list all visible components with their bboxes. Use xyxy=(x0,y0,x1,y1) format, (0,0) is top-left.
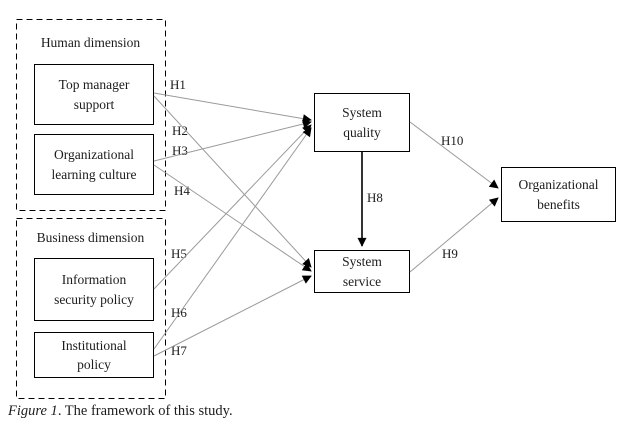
figure-caption-number: Figure 1 xyxy=(8,403,58,419)
figure-caption: Figure 1. The framework of this study. xyxy=(8,403,233,420)
figure-caption-text: . The framework of this study. xyxy=(57,403,233,419)
arrow-h2 xyxy=(153,95,312,268)
node-system-service: System service xyxy=(314,250,410,293)
node-organizational-learning-culture-label: Organizational learning culture xyxy=(51,147,137,182)
node-system-quality-label: System quality xyxy=(342,105,382,140)
node-information-security-policy: Information security policy xyxy=(34,258,154,321)
hypothesis-label-h6: H6 xyxy=(171,305,187,320)
hypothesis-label-h4: H4 xyxy=(174,183,190,198)
arrow-h10 xyxy=(409,121,499,189)
hypothesis-label-h5: H5 xyxy=(171,246,187,261)
arrow-h1 xyxy=(153,92,312,124)
hypothesis-label-h1: H1 xyxy=(170,77,186,92)
human-dimension-group-label: Human dimension xyxy=(40,35,141,50)
hypothesis-label-h10: H10 xyxy=(441,133,464,148)
node-institutional-policy-label: Institutional policy xyxy=(61,337,127,372)
node-system-service-label: System service xyxy=(342,254,382,289)
node-system-quality: System quality xyxy=(314,93,410,152)
hypothesis-label-h7: H7 xyxy=(171,343,187,358)
node-organizational-benefits-label: Organizational benefits xyxy=(518,177,599,212)
node-organizational-learning-culture: Organizational learning culture xyxy=(34,134,154,195)
hypothesis-label-h8: H8 xyxy=(367,190,383,205)
node-top-manager-support: Top manager support xyxy=(34,64,154,125)
business-dimension-group-label: Business dimension xyxy=(36,230,145,245)
node-institutional-policy: Institutional policy xyxy=(34,332,154,378)
node-organizational-benefits: Organizational benefits xyxy=(501,167,616,222)
hypothesis-label-h9: H9 xyxy=(442,246,458,261)
hypothesis-label-h3: H3 xyxy=(172,143,188,158)
hypothesis-label-h2: H2 xyxy=(172,123,188,138)
node-information-security-policy-label: Information security policy xyxy=(54,272,134,307)
node-top-manager-support-label: Top manager support xyxy=(58,77,130,112)
